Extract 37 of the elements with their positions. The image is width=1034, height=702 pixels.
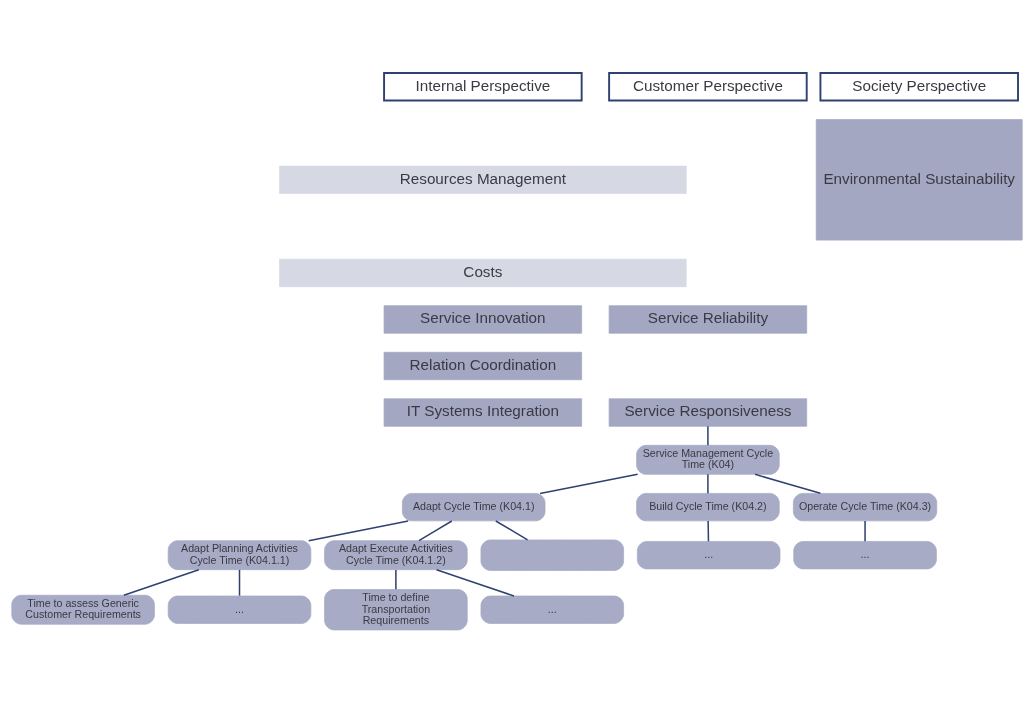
node-box: ... — [793, 540, 937, 569]
node-box: Adapt Cycle Time (K04.1) — [402, 492, 546, 521]
node-box: Internal Perspective — [383, 71, 583, 101]
node-box: Resources Management — [279, 165, 687, 194]
node-box: Relation Coordination — [383, 351, 583, 380]
node-box: ... — [480, 595, 624, 624]
connector — [307, 519, 409, 541]
node-box: Operate Cycle Time (K04.3) — [792, 492, 938, 521]
connector — [395, 568, 397, 590]
connector — [707, 473, 709, 494]
connector — [707, 519, 710, 542]
node-box: Time to assess Generic Customer Requirements — [11, 594, 155, 625]
connector — [539, 473, 639, 494]
connector — [754, 473, 822, 494]
node-box — [480, 539, 624, 571]
node-box: ... — [167, 595, 312, 624]
node-box: Service Innovation — [383, 304, 583, 334]
node-box: Customer Perspective — [608, 71, 808, 101]
node-box: Time to define Transportation Requirements — [324, 588, 468, 630]
connector — [238, 568, 241, 596]
node-box: Adapt Execute Activities Cycle Time (K04.1.2) — [324, 539, 468, 570]
node-box: Adapt Planning Activities Cycle Time (K04.1.1) — [167, 539, 312, 570]
node-box: ... — [636, 540, 781, 569]
node-box: Service Reliability — [608, 304, 808, 334]
connector — [435, 568, 515, 597]
connector — [864, 519, 866, 542]
connector — [707, 425, 709, 446]
node-box: IT Systems Integration — [383, 397, 583, 427]
connector — [418, 519, 453, 541]
connector — [123, 568, 200, 596]
node-box: Environmental Sustainability — [815, 118, 1023, 240]
node-box: Costs — [279, 258, 687, 287]
connector — [495, 519, 529, 541]
node-box: Build Cycle Time (K04.2) — [636, 492, 780, 521]
node-box: Society Perspective — [819, 71, 1019, 101]
node-box: Service Responsiveness — [608, 397, 808, 427]
node-box: Service Management Cycle Time (K04) — [636, 444, 780, 475]
